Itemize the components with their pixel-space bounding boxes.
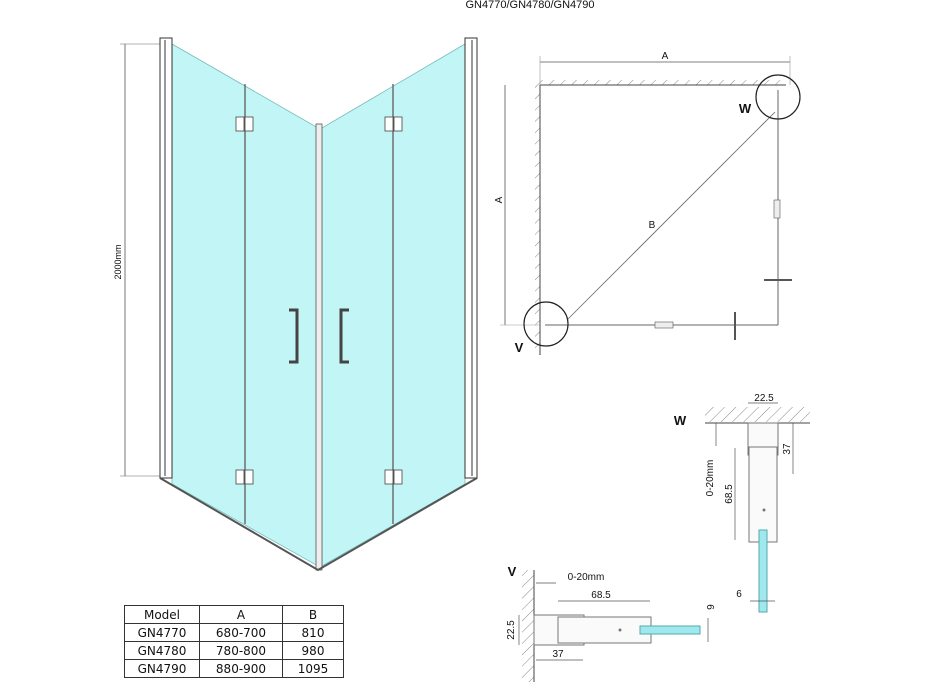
model-dimensions-table: Model A B GN4770 680-700 810 GN4780 780-… (124, 605, 344, 678)
cell-model: GN4770 (124, 623, 200, 642)
header-a: A (199, 605, 283, 624)
svg-text:22.5: 22.5 (506, 620, 517, 640)
detail-v: V 0-20mm 68.5 6 22.5 37 (506, 564, 715, 682)
detail-w: W 22.5 37 0-20mm 68.5 6 (674, 393, 810, 613)
cell-b: 1095 (282, 659, 344, 678)
right-wall-profile (464, 37, 478, 479)
cell-b: 810 (282, 623, 344, 642)
cell-a: 680-700 (199, 623, 283, 642)
diagonal-b (566, 111, 776, 321)
detail-w-circle (755, 74, 801, 120)
cell-model: GN4780 (124, 641, 200, 660)
header-b: B (282, 605, 344, 624)
left-handle (289, 308, 299, 364)
svg-text:0-20mm: 0-20mm (705, 460, 716, 497)
svg-text:37: 37 (552, 649, 564, 660)
table-row: GN4770 680-700 810 (124, 623, 344, 642)
plan-label-a-side: A (494, 196, 505, 203)
svg-text:37: 37 (782, 443, 793, 455)
bottom-profile (159, 477, 478, 572)
detail-v-label: V (508, 564, 517, 579)
header-model: Model (124, 605, 200, 624)
plan-view: A A B W V (494, 51, 801, 355)
plan-label-b: B (649, 220, 656, 231)
table-header-row: Model A B (124, 605, 344, 624)
drawing-title: GN4770/GN4780/GN4790 (465, 0, 594, 11)
center-post (315, 123, 323, 571)
svg-text:22.5: 22.5 (754, 393, 774, 404)
table-row: GN4780 780-800 980 (124, 641, 344, 660)
svg-text:68.5: 68.5 (591, 590, 611, 601)
detail-v-circle (523, 301, 569, 347)
svg-text:6: 6 (736, 589, 742, 600)
cell-a: 780-800 (199, 641, 283, 660)
height-label: 2000mm (113, 244, 123, 279)
plan-label-a-top: A (662, 51, 669, 62)
right-handle (339, 308, 349, 364)
cell-model: GN4790 (124, 659, 200, 678)
front-view: 2000mm (113, 37, 478, 572)
cell-b: 980 (282, 641, 344, 660)
detail-w-label: W (674, 413, 687, 428)
table-row: GN4790 880-900 1095 (124, 659, 344, 678)
plan-label-v: V (515, 340, 524, 355)
hinges (235, 116, 403, 485)
cell-a: 880-900 (199, 659, 283, 678)
left-wall-profile (159, 37, 173, 479)
svg-text:6: 6 (704, 604, 715, 610)
svg-text:0-20mm: 0-20mm (568, 572, 605, 583)
svg-text:68.5: 68.5 (724, 484, 735, 504)
plan-label-w: W (739, 101, 752, 116)
